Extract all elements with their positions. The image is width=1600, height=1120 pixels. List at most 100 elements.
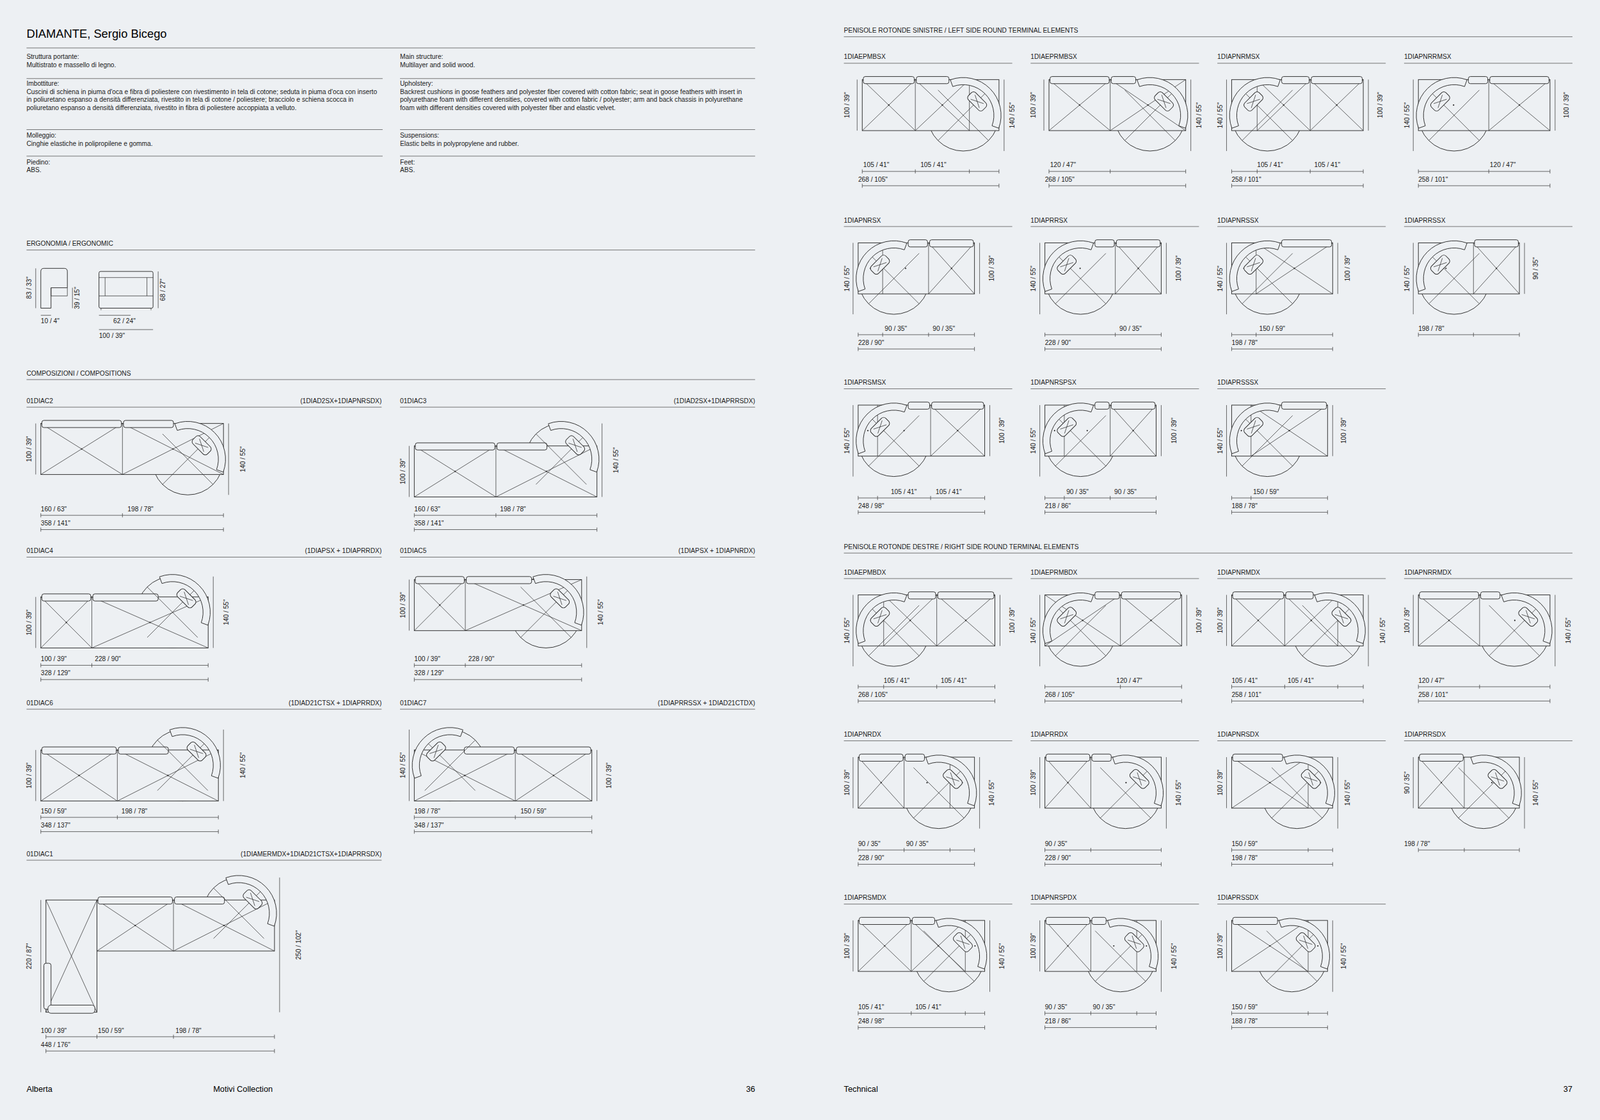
center-dot: [1495, 267, 1497, 269]
pillow: [564, 434, 587, 457]
module-joint: [1109, 405, 1111, 457]
vertical-dimension: 100 / 39": [25, 609, 34, 635]
label-text: (1DIAPRRSSX + 1DIAD21CTDX): [657, 698, 756, 708]
seat-cross: [157, 739, 208, 791]
dimension-line: [40, 664, 208, 666]
spec-paragraph: Cuscini di schiena in piuma d'oca e fibr…: [26, 87, 380, 112]
label-text: ABS.: [400, 166, 415, 175]
dimension-tick: [40, 513, 41, 518]
module-joint: [117, 750, 118, 802]
back-cushion: [41, 420, 121, 428]
pillow: [952, 931, 975, 953]
pillow: [185, 740, 208, 763]
seat-cross: [520, 586, 572, 638]
sofa-plan: [1413, 753, 1525, 852]
label-text: 1DIAPNRMSX: [1217, 53, 1260, 62]
vertical-dimension: 140 / 55": [987, 780, 996, 806]
dimension-line: [852, 405, 854, 477]
seat-cross: [1488, 79, 1551, 131]
back-cushion: [1419, 753, 1464, 761]
module-joint: [173, 899, 175, 952]
rule-line: [26, 155, 383, 157]
center-dot: [1150, 619, 1152, 621]
pillow: [1128, 768, 1151, 790]
pillow-seam: [1491, 772, 1504, 786]
dimension-line: [1231, 1027, 1328, 1028]
dimension-line: [1413, 79, 1414, 152]
label-text: 105 / 41": [883, 676, 910, 685]
label-text: 448 / 176": [40, 1040, 71, 1049]
dimension-line: [858, 864, 975, 865]
module-joint: [1488, 79, 1490, 131]
label-text: 348 / 137": [414, 821, 444, 830]
dimension-line: [223, 729, 224, 802]
dimension-tick: [1048, 183, 1186, 188]
dimension-tick: [1160, 848, 1162, 852]
label-text: 150 / 59": [97, 1026, 124, 1035]
dimension-tick: [46, 1048, 275, 1053]
dimension-tick: [857, 332, 859, 337]
dimension-tick: [928, 332, 929, 337]
seat-cross: [1284, 595, 1338, 647]
dimension-line: [1048, 185, 1186, 187]
dimension-line: [862, 185, 1000, 187]
dimension-tick: [968, 169, 970, 174]
rule-lines: [26, 36, 1572, 904]
dimension-line: [852, 242, 854, 315]
dimension-line: [1418, 700, 1551, 702]
round-backrest: [1470, 755, 1522, 806]
pillow-seam: [1433, 257, 1447, 271]
pillow: [1299, 768, 1322, 790]
dimension-tick: [1155, 496, 1157, 500]
center-dot: [1086, 430, 1088, 432]
label-text: 248 / 98": [858, 501, 884, 511]
round-backrest: [1229, 240, 1280, 292]
label-text: 1DIAEPMBSX: [844, 53, 886, 62]
rule-line: [26, 860, 382, 861]
back-cushion: [904, 753, 925, 761]
back-cushion: [858, 753, 904, 761]
center-dot: [1137, 267, 1139, 269]
dimension-tick: [1044, 332, 1046, 337]
rule-line: [1404, 225, 1573, 227]
pillow: [549, 587, 571, 610]
dimension-tick: [1155, 1011, 1157, 1016]
dimension-tick: [45, 1034, 47, 1039]
dimension-tick: [1090, 1011, 1092, 1016]
center-dot: [1310, 619, 1312, 621]
dimension-line: [1231, 170, 1364, 172]
dimension-tick: [1231, 183, 1364, 188]
back-cushion: [1091, 753, 1112, 761]
pillow: [175, 587, 198, 610]
dimension-line: [1045, 1013, 1157, 1014]
dimension-tick: [1044, 684, 1046, 689]
seat-cross: [858, 757, 905, 809]
dimension-tick: [998, 169, 1000, 174]
seat-cross: [1489, 605, 1540, 656]
dimension-tick: [495, 513, 496, 518]
dimension-line: [40, 529, 224, 530]
center-dot: [1514, 619, 1516, 621]
round-backrest: [548, 421, 600, 472]
dimension-tick: [1327, 496, 1328, 500]
back-cushion: [916, 76, 950, 84]
dimension-line: [408, 446, 410, 498]
module-joint: [515, 750, 516, 802]
module-joint: [968, 79, 970, 131]
dimension-tick: [1479, 684, 1480, 689]
dimension-line: [40, 817, 219, 818]
dimension-tick: [1418, 332, 1419, 337]
dimension-line: [1231, 185, 1364, 187]
vertical-dimension: 100 / 39": [1376, 92, 1385, 118]
vertical-dimension: 140 / 55": [1170, 943, 1179, 969]
label-text: 358 / 141": [414, 519, 444, 528]
sofa-plan: [1040, 592, 1188, 704]
label-text: 100 / 39": [99, 331, 125, 340]
label-text: (1DIAD2SX+1DIAPRRSDX): [673, 396, 756, 406]
back-cushion: [123, 420, 174, 428]
back-cushion: [863, 76, 915, 84]
sofa-plan: [1226, 76, 1369, 189]
label-text: 01DIAC1: [26, 849, 53, 859]
dimension-line: [46, 1036, 275, 1037]
sofa-plan: [35, 727, 224, 834]
